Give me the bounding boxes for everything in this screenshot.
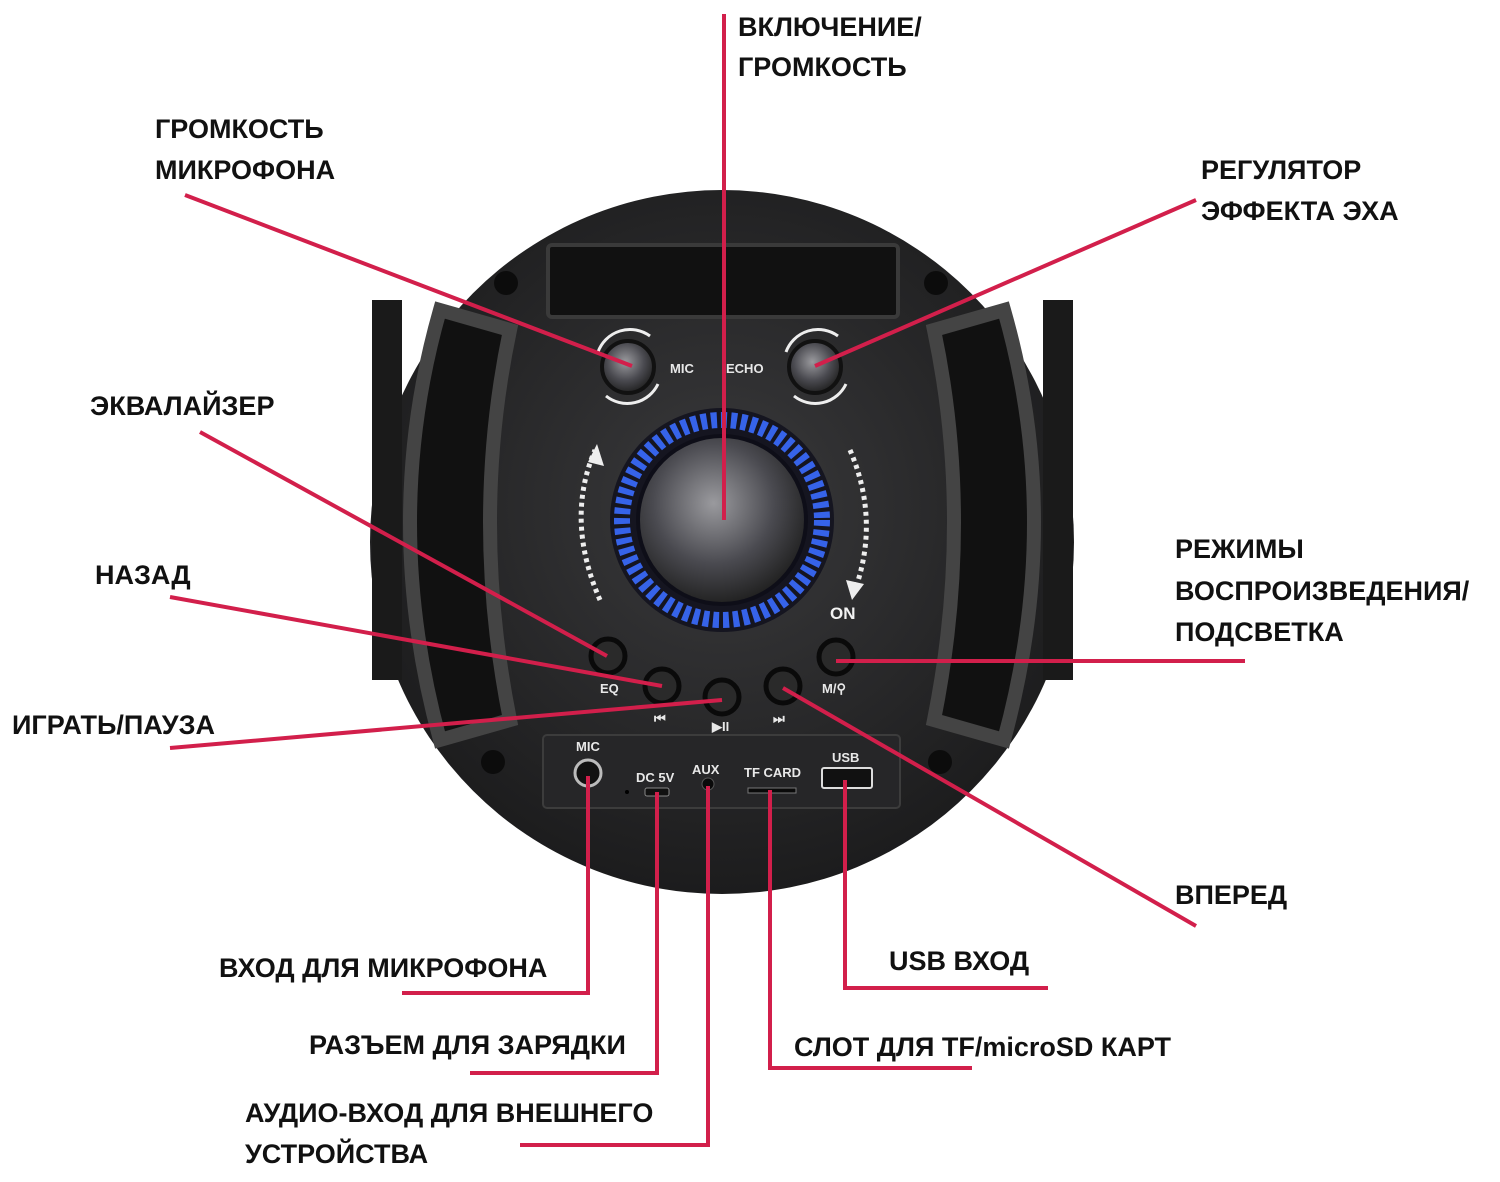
side-edge-right [1043,300,1073,680]
echo-knob[interactable] [787,339,843,395]
mic-knob-label: MIC [670,361,694,376]
indicator-led [625,790,629,794]
rotate-arrow-right-icon [847,449,869,591]
knob-arrow-icon [793,383,848,405]
line-play-pause [169,698,723,750]
dc-label: DC 5V [636,770,675,785]
mode-button[interactable] [816,637,856,677]
callout-modes: ПОДСВЕТКА [1175,617,1344,647]
callout-forward: ВПЕРЕД [1175,880,1287,910]
on-label: ON [830,604,856,623]
next-label: ⏭ [773,711,785,726]
callout-aux: АУДИО-ВХОД ДЛЯ ВНЕШНЕГО [245,1098,653,1128]
handle-left [403,301,519,749]
io-panel [542,734,901,809]
line-mic-volume [184,193,633,368]
line-mic-in [402,776,590,995]
knob-arrow-icon [784,328,839,353]
callout-echo: ЭФФЕКТА ЭХА [1201,196,1399,226]
callout-aux: УСТРОЙСТВА [245,1138,428,1169]
screw-hole [494,271,518,295]
callout-mic-volume: ГРОМКОСТЬ [155,114,324,144]
callout-power-volume: ГРОМКОСТЬ [738,52,907,82]
callout-usb-in: USB ВХОД [889,946,1029,976]
arrow-head-icon [588,444,604,466]
callout-tf-slot: СЛОТ ДЛЯ TF/microSD КАРТ [794,1032,1172,1062]
play-pause-button[interactable] [702,677,742,717]
line-tf [768,790,972,1070]
callout-modes: РЕЖИМЫ [1175,534,1304,564]
callout-labels: ВКЛЮЧЕНИЕ/ ГРОМКОСТЬ ГРОМКОСТЬ МИКРОФОНА… [12,12,1470,1169]
rotate-arrow-left-icon [578,449,603,602]
handle-right [925,301,1041,749]
line-echo [814,198,1197,368]
echo-knob-label: ECHO [726,361,764,376]
eq-button[interactable] [588,636,628,676]
screw-hole [928,750,952,774]
mode-label: M/⚲ [822,681,846,696]
callout-mic-volume: МИКРОФОНА [155,155,335,185]
knob-arrow-icon [596,328,651,353]
line-charge [470,792,659,1075]
side-edge-left [372,300,402,680]
callout-equalizer: ЭКВАЛАЙЗЕР [90,390,274,421]
prev-label: ⏮ [654,711,666,726]
line-aux [520,786,710,1147]
aux-label: AUX [692,762,720,777]
line-equalizer [199,430,608,658]
line-usb [843,780,1048,990]
knob-arrow-icon [605,383,660,405]
arrow-head-icon [846,580,864,600]
callout-power-volume: ВКЛЮЧЕНИЕ/ [738,12,922,42]
callout-mic-in: ВХОД ДЛЯ МИКРОФОНА [219,953,547,983]
mic-volume-knob[interactable] [600,339,656,395]
callout-echo: РЕГУЛЯТОР [1201,155,1361,185]
eq-label: EQ [600,681,619,696]
mic-jack-label: MIC [576,739,600,754]
line-back [169,595,663,688]
line-forward [782,686,1197,928]
callout-back: НАЗАД [95,560,191,590]
next-button[interactable] [763,666,803,706]
callout-play-pause: ИГРАТЬ/ПАУЗА [12,710,215,740]
screw-hole [481,750,505,774]
usb-label: USB [832,750,859,765]
leader-lines [169,14,1245,1147]
callout-charge: РАЗЪЕМ ДЛЯ ЗАРЯДКИ [309,1030,626,1060]
play-label: ▶II [711,719,729,734]
tf-label: TF CARD [744,765,801,780]
callout-modes: ВОСПРОИЗВЕДЕНИЯ/ [1175,576,1470,606]
screw-hole [924,271,948,295]
